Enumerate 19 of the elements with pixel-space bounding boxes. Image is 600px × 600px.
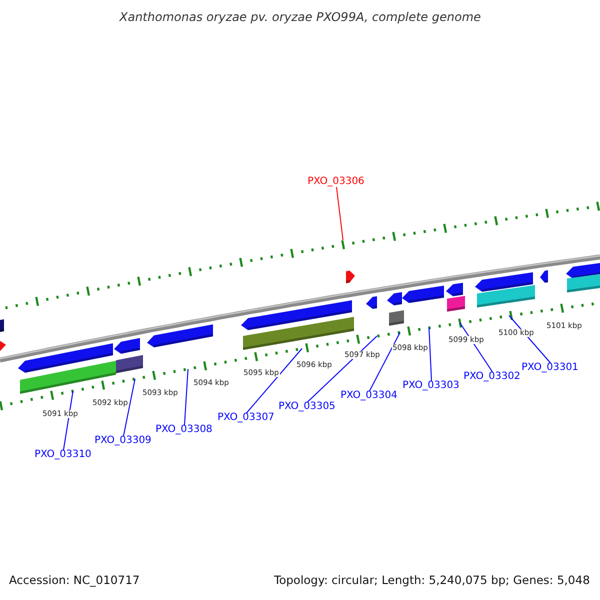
gene-label: PXO_03306 xyxy=(308,177,364,187)
scale-ruler xyxy=(5,202,600,310)
leader-line xyxy=(369,332,400,392)
gene-label: PXO_03309 xyxy=(94,436,152,446)
gene-label: PXO_03307 xyxy=(218,413,274,423)
leader-line xyxy=(336,186,344,240)
gene-label: PXO_03310 xyxy=(34,450,92,460)
title: Xanthomonas oryzae pv. oryzae PXO99A, complete genome xyxy=(120,11,481,23)
scale-ruler xyxy=(0,302,594,410)
leader-line xyxy=(184,368,188,426)
leader-line xyxy=(63,390,74,450)
summary-text: Topology: circular; Length: 5,240,075 bp; Genes: 5,048 xyxy=(274,575,590,586)
accession-text: Accession: NC_010717 xyxy=(9,575,140,586)
leader-line xyxy=(428,327,432,382)
leader-line xyxy=(123,378,136,436)
leader-line xyxy=(460,322,493,372)
leader-line xyxy=(307,336,378,402)
leader-line xyxy=(246,348,302,414)
gene-label: PXO_03308 xyxy=(156,425,212,435)
